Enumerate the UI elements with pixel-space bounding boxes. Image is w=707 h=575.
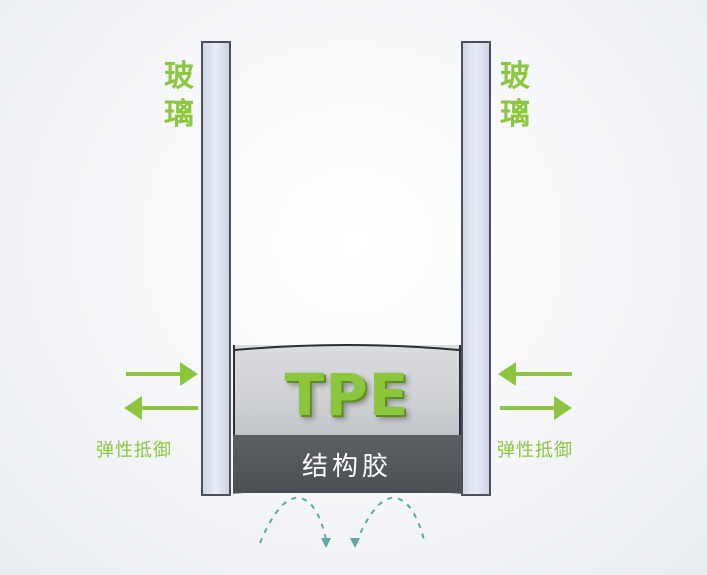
- arrow-left-icon: [124, 396, 198, 420]
- tpe-label: TPE: [284, 361, 410, 429]
- glass-pane-right: [461, 41, 491, 496]
- adhesive-bottom-arc: [232, 488, 462, 494]
- drip-arc-icon: [259, 496, 425, 544]
- glass-label-right-text: 玻 璃: [500, 59, 530, 132]
- arrow-left-icon: [498, 362, 572, 386]
- structural-adhesive-label: 结构胶: [301, 452, 392, 482]
- drip-arrowheads: [321, 538, 360, 548]
- elastic-resistance-label-right: 弹性抵御: [497, 440, 573, 461]
- glass-label-right: 玻 璃: [495, 58, 535, 134]
- glass-pane-left: [201, 41, 231, 496]
- glass-label-left-text: 玻 璃: [164, 59, 194, 132]
- structural-adhesive-block: 结构胶: [233, 435, 461, 493]
- tpe-top-arc: [234, 344, 460, 351]
- tpe-block: TPE: [233, 345, 461, 435]
- arrow-right-icon: [126, 362, 198, 386]
- glass-label-left: 玻 璃: [159, 58, 199, 134]
- arrow-right-icon: [500, 396, 572, 420]
- elastic-resistance-label-left: 弹性抵御: [96, 440, 172, 461]
